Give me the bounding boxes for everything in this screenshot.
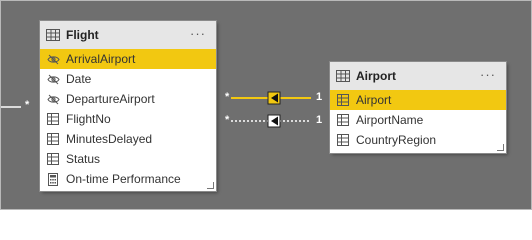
active-many-cardinality: *	[225, 91, 230, 103]
resize-handle-icon[interactable]	[497, 144, 504, 151]
calculator-icon	[46, 172, 60, 186]
field-label: On-time Performance	[66, 172, 181, 186]
column-icon	[336, 113, 350, 127]
field-on-time-performance[interactable]: On-time Performance	[40, 169, 216, 189]
field-minutesdelayed[interactable]: MinutesDelayed	[40, 129, 216, 149]
column-icon	[336, 93, 350, 107]
field-countryregion[interactable]: CountryRegion	[330, 130, 506, 150]
field-label: CountryRegion	[356, 133, 437, 147]
inactive-one-cardinality: 1	[316, 114, 323, 126]
airport-table-title: Airport	[356, 69, 396, 83]
inactive-direction-arrow-icon	[271, 116, 278, 126]
field-departureairport[interactable]: DepartureAirport	[40, 89, 216, 109]
field-label: ArrivalAirport	[66, 52, 136, 66]
model-canvas[interactable]: * * 1 * 1 Flight ··· ArrivalAirport	[0, 0, 532, 210]
column-icon	[46, 112, 60, 126]
field-arrivalairport[interactable]: ArrivalAirport	[40, 49, 216, 69]
field-flightno[interactable]: FlightNo	[40, 109, 216, 129]
field-label: Status	[66, 152, 101, 166]
resize-handle-icon[interactable]	[207, 182, 214, 189]
more-options-icon[interactable]: ···	[190, 26, 206, 41]
hidden-eye-icon	[46, 72, 60, 86]
field-label: Date	[66, 72, 92, 86]
column-icon	[336, 133, 350, 147]
hidden-eye-icon	[46, 92, 60, 106]
airport-field-list: Airport AirportName CountryRegion	[330, 90, 506, 150]
flight-field-list: ArrivalAirport Date DepartureAirport Fli…	[40, 49, 216, 189]
field-status[interactable]: Status	[40, 149, 216, 169]
field-airport[interactable]: Airport	[330, 90, 506, 110]
table-icon	[46, 29, 60, 41]
airport-table-card[interactable]: Airport ··· Airport AirportName Countr	[330, 62, 506, 153]
field-label: MinutesDelayed	[66, 132, 153, 146]
field-airportname[interactable]: AirportName	[330, 110, 506, 130]
table-icon	[336, 70, 350, 82]
field-date[interactable]: Date	[40, 69, 216, 89]
flight-table-title: Flight	[66, 28, 99, 42]
active-direction-arrow-icon	[271, 93, 278, 103]
column-icon	[46, 152, 60, 166]
active-one-cardinality: 1	[316, 91, 323, 103]
hidden-eye-icon	[46, 52, 60, 66]
flight-table-card[interactable]: Flight ··· ArrivalAirport Date Departu	[40, 21, 216, 191]
field-label: AirportName	[356, 113, 424, 127]
field-label: DepartureAirport	[66, 92, 155, 106]
flight-table-header[interactable]: Flight ···	[40, 21, 216, 49]
column-icon	[46, 132, 60, 146]
field-label: Airport	[356, 93, 392, 107]
relationship-lines	[1, 91, 311, 128]
more-options-icon[interactable]: ···	[480, 67, 496, 82]
inactive-many-cardinality: *	[225, 114, 230, 126]
field-label: FlightNo	[66, 112, 111, 126]
airport-table-header[interactable]: Airport ···	[330, 62, 506, 90]
left-many-cardinality: *	[25, 99, 30, 111]
